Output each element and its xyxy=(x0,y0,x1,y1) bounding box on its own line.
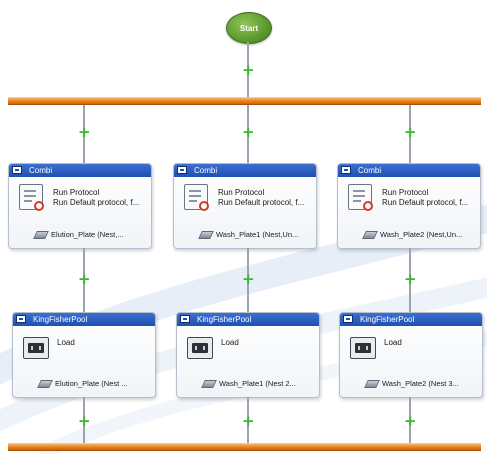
action-name: Load xyxy=(384,338,402,347)
node-title: KingFisherPool xyxy=(33,315,88,324)
node-header: KingFisherPool xyxy=(13,313,155,326)
kingfisher-node[interactable]: KingFisherPool Load Elution_Plate (Nest … xyxy=(12,312,156,398)
plate-icon xyxy=(364,380,380,388)
protocol-document-icon xyxy=(19,184,44,211)
add-step-plus-icon[interactable]: + xyxy=(242,61,255,79)
window-icon xyxy=(343,315,353,323)
connector-line xyxy=(247,397,249,443)
connector-line xyxy=(409,248,411,312)
node-title: KingFisherPool xyxy=(360,315,415,324)
action-detail: Run Default protocol, f... xyxy=(218,198,305,207)
node-header: KingFisherPool xyxy=(340,313,482,326)
plate-icon xyxy=(198,231,214,239)
node-title: KingFisherPool xyxy=(197,315,252,324)
connector-line xyxy=(83,105,85,163)
instrument-device-icon xyxy=(187,337,213,359)
protocol-document-icon xyxy=(184,184,209,211)
plate-row: Wash_Plate2 (Nest 3... xyxy=(364,378,459,388)
add-step-plus-icon[interactable]: + xyxy=(78,412,91,430)
plate-row: Elution_Plate (Nest ... xyxy=(37,378,128,388)
parallel-join-bar[interactable] xyxy=(8,443,481,451)
combi-node[interactable]: Combi Run Protocol Run Default protocol,… xyxy=(173,163,317,249)
connector-line xyxy=(83,248,85,312)
connector-line xyxy=(409,397,411,443)
plate-icon xyxy=(362,231,378,239)
window-icon xyxy=(12,166,22,174)
node-header: Combi xyxy=(9,164,151,177)
connector-line xyxy=(247,105,249,163)
combi-node[interactable]: Combi Run Protocol Run Default protocol,… xyxy=(337,163,481,249)
action-name: Load xyxy=(57,338,75,347)
node-header: KingFisherPool xyxy=(177,313,319,326)
add-step-plus-icon[interactable]: + xyxy=(242,270,255,288)
node-header: Combi xyxy=(174,164,316,177)
add-step-plus-icon[interactable]: + xyxy=(404,270,417,288)
plate-label: Wash_Plate2 (Nest 3... xyxy=(382,378,459,388)
action-name: Run Protocol xyxy=(382,188,429,197)
node-title: Combi xyxy=(358,166,382,175)
window-icon xyxy=(341,166,351,174)
start-node[interactable]: Start xyxy=(226,12,272,44)
action-detail: Run Default protocol, f... xyxy=(53,198,140,207)
connector-line xyxy=(247,248,249,312)
add-step-plus-icon[interactable]: + xyxy=(78,270,91,288)
plate-row: Wash_Plate1 (Nest,Un... xyxy=(198,229,299,239)
connector-start xyxy=(247,42,249,98)
node-title: Combi xyxy=(194,166,218,175)
add-step-plus-icon[interactable]: + xyxy=(242,412,255,430)
node-title: Combi xyxy=(29,166,53,175)
kingfisher-node[interactable]: KingFisherPool Load Wash_Plate2 (Nest 3.… xyxy=(339,312,483,398)
add-step-plus-icon[interactable]: + xyxy=(78,123,91,141)
kingfisher-node[interactable]: KingFisherPool Load Wash_Plate1 (Nest 2.… xyxy=(176,312,320,398)
connector-line xyxy=(83,397,85,443)
parallel-split-bar[interactable] xyxy=(8,97,481,105)
window-icon xyxy=(16,315,26,323)
action-name: Run Protocol xyxy=(218,188,265,197)
plate-label: Wash_Plate2 (Nest,Un... xyxy=(380,229,463,239)
protocol-document-icon xyxy=(348,184,373,211)
add-step-plus-icon[interactable]: + xyxy=(404,123,417,141)
window-icon xyxy=(177,166,187,174)
add-step-plus-icon[interactable]: + xyxy=(242,123,255,141)
plate-icon xyxy=(201,380,217,388)
add-step-plus-icon[interactable]: + xyxy=(404,412,417,430)
instrument-device-icon xyxy=(350,337,376,359)
plate-label: Wash_Plate1 (Nest 2... xyxy=(219,378,296,388)
connector-line xyxy=(409,105,411,163)
start-label: Start xyxy=(239,23,259,33)
plate-label: Wash_Plate1 (Nest,Un... xyxy=(216,229,299,239)
plate-label: Elution_Plate (Nest,... xyxy=(51,229,124,239)
action-name: Load xyxy=(221,338,239,347)
combi-node[interactable]: Combi Run Protocol Run Default protocol,… xyxy=(8,163,152,249)
plate-row: Wash_Plate1 (Nest 2... xyxy=(201,378,296,388)
plate-label: Elution_Plate (Nest ... xyxy=(55,378,128,388)
window-icon xyxy=(180,315,190,323)
plate-row: Wash_Plate2 (Nest,Un... xyxy=(362,229,463,239)
plate-row: Elution_Plate (Nest,... xyxy=(33,229,124,239)
instrument-device-icon xyxy=(23,337,49,359)
action-detail: Run Default protocol, f... xyxy=(382,198,469,207)
node-header: Combi xyxy=(338,164,480,177)
action-name: Run Protocol xyxy=(53,188,100,197)
plate-icon xyxy=(33,231,49,239)
plate-icon xyxy=(37,380,53,388)
